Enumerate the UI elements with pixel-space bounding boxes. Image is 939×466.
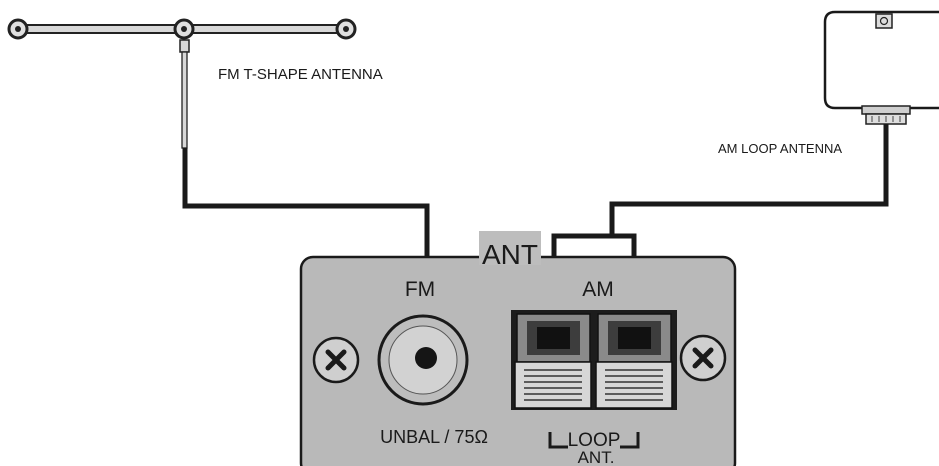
fm-t-shape-antenna <box>7 18 357 149</box>
fm-antenna-feed-connector <box>179 39 190 53</box>
ant-label: ANT <box>482 239 538 270</box>
fm-antenna-lead <box>181 51 188 149</box>
am-loop-frame <box>823 10 939 110</box>
am-label: AM <box>582 278 614 301</box>
fm-coaxial-jack[interactable] <box>377 314 469 406</box>
fm-label: FM <box>405 278 435 301</box>
am-cable <box>609 124 889 236</box>
ant-label-box <box>479 231 541 265</box>
am-terminal-left-lever[interactable] <box>514 361 592 409</box>
am-loop-terminals[interactable] <box>511 310 677 410</box>
am-loop-base <box>861 105 911 115</box>
am-loop-antenna <box>823 10 939 125</box>
screw-left <box>312 336 360 384</box>
loop-bracket-left <box>548 432 568 449</box>
screw-right <box>679 334 727 382</box>
fm-jack-center-pin <box>415 347 437 369</box>
am-terminal-right-lever[interactable] <box>595 361 673 409</box>
ant-dot-label: ANT. <box>578 448 615 466</box>
am-antenna-label: AM LOOP ANTENNA <box>718 141 842 156</box>
unbal-75-ohm-label: UNBAL / 75Ω <box>380 427 488 447</box>
am-loop-clip <box>875 13 893 29</box>
loop-bracket-right <box>620 432 640 449</box>
loop-label: LOOP <box>568 430 621 451</box>
fm-antenna-label: FM T-SHAPE ANTENNA <box>218 66 383 83</box>
